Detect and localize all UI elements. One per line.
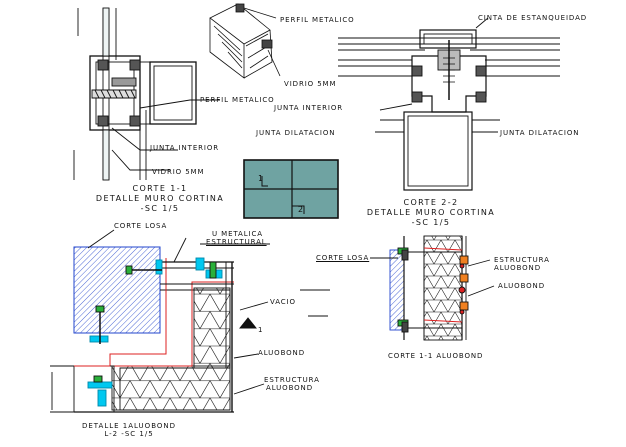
section-mark-1: 1 xyxy=(258,326,264,334)
title-detalle-aluobond: DETALLE 1ALUOBOND L-2 -SC 1/5 xyxy=(64,422,194,438)
detalle-aluobond xyxy=(50,229,330,413)
title-corte-2-2-line2: DETALLE MURO CORTINA xyxy=(366,208,496,217)
elevation-mark-2: 2 xyxy=(298,205,304,214)
title-corte-1-1-line2: DETALLE MURO CORTINA xyxy=(95,194,225,203)
title-corte-1-1-aluobond: CORTE 1-1 ALUOBOND xyxy=(388,352,484,360)
label-junta-interior-2: JUNTA INTERIOR xyxy=(274,104,344,112)
corte-2-2-section xyxy=(338,17,560,191)
title-corte-2-2-line1: CORTE 2-2 xyxy=(403,198,459,207)
label-junta-dilatacion-right: JUNTA DILATACION xyxy=(500,129,580,137)
title-corte-1-1-line3: -SC 1/5 xyxy=(140,204,180,213)
title-corte-2-2: CORTE 2-2 DETALLE MURO CORTINA -SC 1/5 xyxy=(346,198,516,228)
label-aluobond-1: ALUOBOND xyxy=(258,349,305,357)
title-detalle-aluobond-line2: L-2 -SC 1/5 xyxy=(104,430,154,438)
label-vidrio: VIDRIO 5MM xyxy=(152,168,205,176)
label-corte-losa-1: CORTE LOSA xyxy=(114,222,168,230)
label-vidrio-top: VIDRIO 5MM xyxy=(284,80,337,88)
label-estructural: ESTRUCTURAL xyxy=(206,238,267,246)
title-corte-1-1-line1: CORTE 1-1 xyxy=(132,184,188,193)
corte-1-1-aluobond xyxy=(370,235,495,341)
title-corte-1-1: CORTE 1-1 DETALLE MURO CORTINA -SC 1/5 xyxy=(70,184,250,214)
title-detalle-aluobond-line1: DETALLE 1ALUOBOND xyxy=(81,422,177,430)
elevation-mark-1: 1 xyxy=(258,174,264,183)
iso-profile xyxy=(209,3,281,79)
label-perfil-metalico-top: PERFIL METALICO xyxy=(280,16,355,24)
title-corte-2-2-line3: -SC 1/5 xyxy=(411,218,451,227)
label-estructura-aluobond-1: ALUOBOND xyxy=(266,384,313,392)
label-corte-losa-2: CORTE LOSA xyxy=(316,254,370,262)
label-perfil-metalico: PERFIL METALICO xyxy=(200,96,275,104)
label-cinta-estanqueidad: CINTA DE ESTANQUEIDAD xyxy=(478,14,588,22)
label-u-metalica: U METALICA xyxy=(212,230,263,238)
corte-1-1-section xyxy=(73,7,220,181)
label-vacio: VACIO xyxy=(270,298,296,306)
label-estructura-2: ESTRUCTURA xyxy=(494,256,550,264)
label-aluobond-2: ALUOBOND xyxy=(498,282,545,290)
label-junta-interior-1: JUNTA INTERIOR xyxy=(150,144,220,152)
label-estructura-aluobond-2: ALUOBOND xyxy=(494,264,541,272)
label-estructura-1: ESTRUCTURA xyxy=(264,376,320,384)
label-junta-dilatacion-left: JUNTA DILATACION xyxy=(256,129,336,137)
glass-elevation xyxy=(243,159,339,219)
